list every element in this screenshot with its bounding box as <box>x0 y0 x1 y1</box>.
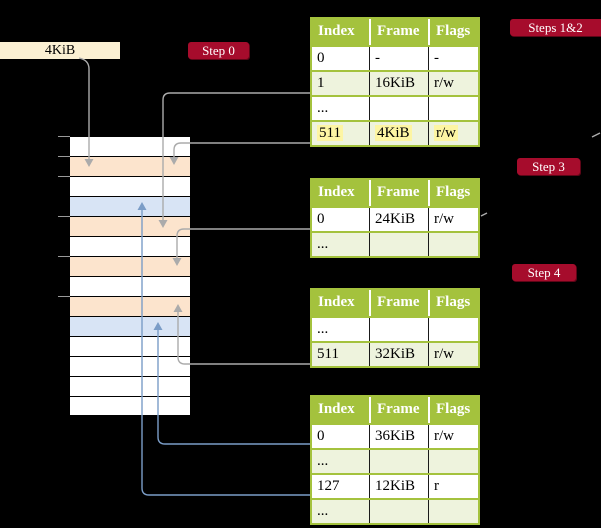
page-table-cell <box>369 97 428 120</box>
page-table-header-cell: Index <box>318 294 355 310</box>
memory-frame-row <box>70 216 190 236</box>
page-table-cell <box>428 500 478 523</box>
page-table-cell: - <box>369 47 428 70</box>
page-table-row: ... <box>312 231 478 256</box>
step-badge-3: Step 3 <box>517 158 580 175</box>
page-table-header-cell: Flags <box>428 397 478 423</box>
memory-frame-row <box>70 296 190 316</box>
page-table-cell: 12KiB <box>369 475 428 498</box>
memory-address-tick <box>58 296 70 297</box>
page-table-header-cell: Index <box>318 401 355 417</box>
page-table-cell: ... <box>317 236 329 252</box>
page-table-row: ... <box>312 316 478 341</box>
page-table-row: ... <box>312 95 478 120</box>
page-table-cell: 24KiB <box>369 208 428 231</box>
page-table-cell: 0 <box>317 50 325 66</box>
page-table-cell <box>369 500 428 523</box>
memory-frame-row <box>70 276 190 296</box>
memory-frame-row <box>70 376 190 396</box>
memory-column <box>70 136 190 416</box>
memory-frame-row <box>70 356 190 376</box>
memory-frame-row <box>70 176 190 196</box>
page-table-row: 0 -- <box>312 45 478 70</box>
page-table-header-cell: Flags <box>428 19 478 45</box>
page-table-header-cell: Index <box>318 184 355 200</box>
page-table-cell: 36KiB <box>369 425 428 448</box>
page-table-cell: - <box>428 47 478 70</box>
page-table-cell: r <box>428 475 478 498</box>
page-table-cell: 32KiB <box>369 343 428 366</box>
memory-frame-row <box>70 136 190 156</box>
memory-frame-row <box>70 236 190 256</box>
highlighted-value: r/w <box>434 125 458 141</box>
page-table-cell: 0 <box>317 428 325 444</box>
page-table-cell: r/w <box>428 343 478 366</box>
step-badge-0: Step 0 <box>188 42 249 59</box>
memory-frame-row <box>70 256 190 276</box>
page-table-cell: 127 <box>317 478 340 494</box>
page-table-row: ... <box>312 448 478 473</box>
page-table-cell: r/w <box>428 208 478 231</box>
page-table-cell: ... <box>317 100 329 116</box>
page-table-cell <box>428 450 478 473</box>
page-table-cell <box>369 233 428 256</box>
page-table-header-cell: Flags <box>428 290 478 316</box>
page-table-cell <box>428 97 478 120</box>
page-table-cell: r/w <box>428 122 478 145</box>
page-table-cell <box>428 318 478 341</box>
page-table-cell: r/w <box>428 72 478 95</box>
highlighted-value: 511 <box>317 125 343 141</box>
memory-frame-row <box>70 336 190 356</box>
memory-address-tick <box>58 176 70 177</box>
page-table-header-cell: Frame <box>369 397 428 423</box>
page-table-cell: ... <box>317 503 329 519</box>
step-badge-4: Step 4 <box>512 264 576 281</box>
page-table-cell <box>369 450 428 473</box>
memory-address-tick <box>58 156 70 157</box>
frame-size-box: 4KiB <box>0 42 120 59</box>
memory-address-tick <box>58 136 70 137</box>
memory-frame-row <box>70 316 190 336</box>
page-table-header-cell: Frame <box>369 19 428 45</box>
page-table-cell <box>428 233 478 256</box>
page-table-row: ... <box>312 498 478 523</box>
page-table-cell: 1 <box>317 75 325 91</box>
page-table-cell: 4KiB <box>369 122 428 145</box>
page-table-cell: 511 <box>317 346 339 362</box>
highlighted-value: 4KiB <box>375 125 412 141</box>
page-table-cell: 511 <box>312 122 369 145</box>
page-table-cell: ... <box>317 453 329 469</box>
memory-frame-row <box>70 196 190 216</box>
page-table-cell: r/w <box>428 425 478 448</box>
page-table-cell: 16KiB <box>369 72 428 95</box>
page-table-cell: ... <box>317 321 329 337</box>
memory-frame-row <box>70 156 190 176</box>
clipped-line-fragment <box>480 212 488 217</box>
memory-address-tick <box>58 256 70 257</box>
page-table-header-cell: Index <box>318 23 355 39</box>
page-table-cell: 0 <box>317 211 325 227</box>
memory-address-tick <box>58 216 70 217</box>
clipped-line-fragment <box>591 132 601 138</box>
memory-frame-row <box>70 396 190 416</box>
page-table-row: 511 4KiB r/w <box>312 120 478 145</box>
step-badge-1-2: Steps 1&2 <box>510 19 601 36</box>
page-table-header-cell: Flags <box>428 180 478 206</box>
page-table-header-cell: Frame <box>369 290 428 316</box>
page-table-header-cell: Frame <box>369 180 428 206</box>
page-table-cell <box>369 318 428 341</box>
